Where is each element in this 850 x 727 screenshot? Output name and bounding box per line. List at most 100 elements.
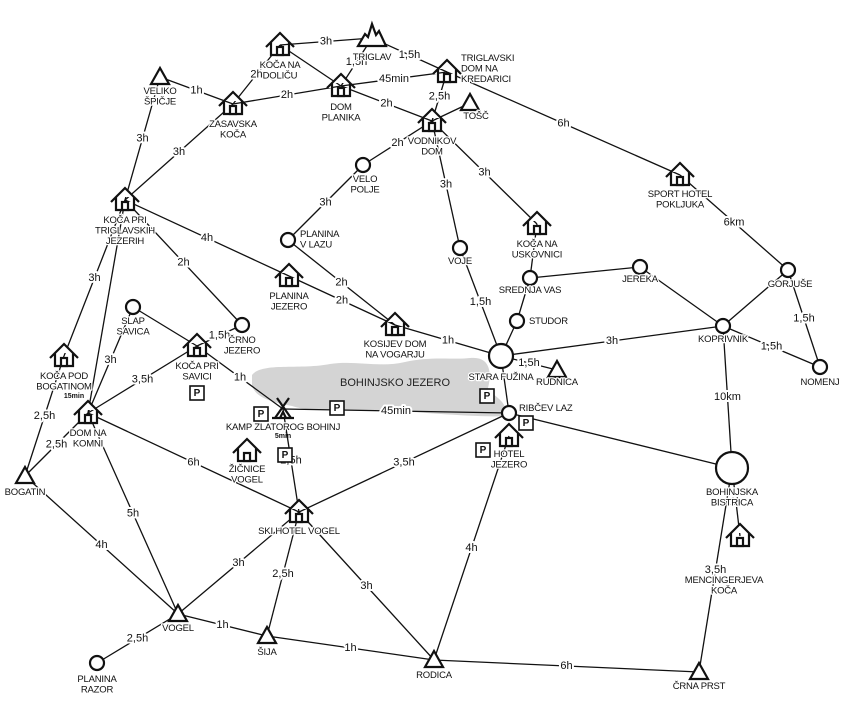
trail-planina_v_lazu-kosijev_dom xyxy=(287,239,396,326)
node-label: ŠIJA xyxy=(257,647,277,658)
trail-time-label: 6h xyxy=(187,457,199,469)
node-tosc[interactable]: TOŠČ xyxy=(459,91,490,123)
trail-time-label: 2h xyxy=(177,257,189,269)
node-studor[interactable]: STUDOR xyxy=(508,312,570,330)
node-label: KOČA NA xyxy=(260,60,302,71)
town-circle-icon xyxy=(714,450,750,486)
parking-label: P xyxy=(258,409,265,420)
node-label: KOČA POD xyxy=(40,371,88,382)
node-label: KOČA xyxy=(220,130,247,141)
trail-time-label: 1h xyxy=(442,335,454,347)
node-label: JEZERO xyxy=(271,302,307,313)
peak-triangle-icon xyxy=(546,358,568,379)
node-bogatin[interactable]: BOGATIN xyxy=(3,464,47,499)
node-jereka[interactable]: JEREKA xyxy=(621,258,660,286)
trail-time-label: 2h xyxy=(250,69,262,81)
town-circle-icon xyxy=(487,342,515,370)
trail-vodnikov_dom-velo_polje xyxy=(362,120,433,166)
node-label: DOM NA xyxy=(70,428,108,439)
node-vogel[interactable]: VOGEL xyxy=(161,602,195,635)
node-triglav[interactable]: TRIGLAV xyxy=(351,20,394,64)
node-stara-fuzina[interactable]: STARA FUŽINA xyxy=(467,342,536,384)
trail-veliko_spicje-koca_pri_triglavskih_jezerih xyxy=(124,76,161,201)
node-rudnica[interactable]: RUDNICA xyxy=(535,358,580,389)
node-voje[interactable]: VOJE xyxy=(447,239,473,268)
node-koprivnik[interactable]: KOPRIVNIK xyxy=(697,317,750,346)
node-label: KOČA PRI xyxy=(103,215,146,226)
trail-voje-stara_fuzina xyxy=(459,247,502,357)
parking-label: P xyxy=(484,391,491,402)
hut-door xyxy=(427,121,437,133)
node-label: DOM NA xyxy=(461,64,499,75)
node-label: RUDNICA xyxy=(536,377,579,388)
node-srednja-vas[interactable]: SREDNJA VAS xyxy=(497,269,563,297)
trail-koca_pri_savici-kamp_zlatorog xyxy=(196,345,284,410)
trail-time-label: 1,5h xyxy=(399,49,420,61)
node-label: BOGATIN xyxy=(5,487,46,498)
node-label: SPORT HOTEL xyxy=(648,189,713,200)
node-label: KOMNI xyxy=(73,439,103,450)
node-label: TRIGLAVSKIH xyxy=(95,226,155,237)
node-crna-prst[interactable]: ČRNA PRST xyxy=(671,660,727,693)
node-sija[interactable]: ŠIJA xyxy=(256,624,279,659)
trail-time-label: 2,5h xyxy=(272,568,293,580)
node-label: BOHINJSKA xyxy=(706,487,759,498)
node-label: KAMP ZLATOROG BOHINJ xyxy=(226,422,341,433)
trail-dom_planika-kredarica xyxy=(340,71,448,87)
trail-time-label: 45min xyxy=(379,73,409,85)
node-rodica[interactable]: RODICA xyxy=(415,648,454,682)
node-label: JEZERIH xyxy=(106,236,145,247)
node-label: JEZERO xyxy=(224,346,260,357)
node-label: GORJUŠE xyxy=(768,279,813,290)
hut-door xyxy=(735,536,745,548)
node-kamp-zlatorog[interactable]: KAMP ZLATOROG BOHINJ xyxy=(225,397,342,434)
trail-koca_na_dolicu-dom_planika xyxy=(279,44,342,87)
trail-time-label: 3h xyxy=(320,36,332,48)
trail-vogel-sija xyxy=(177,613,268,637)
trail-time-label: 1,5h xyxy=(346,56,367,68)
node-label: VODNIKOV xyxy=(408,136,457,147)
trail-planina_jezero-kosijev_dom xyxy=(288,275,396,326)
node-gorjuse[interactable]: GORJUŠE xyxy=(766,261,814,291)
trail-time-label: 2,5h xyxy=(429,91,450,103)
place-circle-icon xyxy=(354,156,372,174)
trail-ski_hotel_vogel-vogel xyxy=(177,511,300,615)
trail-time-label: 2h xyxy=(335,277,347,289)
trail-time-label: 5h xyxy=(127,508,139,520)
trail-ribcev_laz-bohinjska_bistrica xyxy=(508,412,733,469)
place-circle-icon xyxy=(811,358,829,376)
node-nomenj[interactable]: NOMENJ xyxy=(799,358,841,389)
trail-time-label: 2,5h xyxy=(34,410,55,422)
trail-koca_pod_bogatinom-bogatin xyxy=(24,355,65,477)
node-label: SREDNJA VAS xyxy=(499,285,562,296)
trail-rodica-crna_prst xyxy=(433,659,700,673)
trail-time-label: 3h xyxy=(606,335,618,347)
lake-label: BOHINJSKO JEZERO xyxy=(340,377,450,389)
node-ribcev-laz[interactable]: RIBČEV LAZ xyxy=(500,402,574,422)
node-ski-hotel-vogel[interactable]: SKI HOTEL VOGEL xyxy=(257,498,341,538)
